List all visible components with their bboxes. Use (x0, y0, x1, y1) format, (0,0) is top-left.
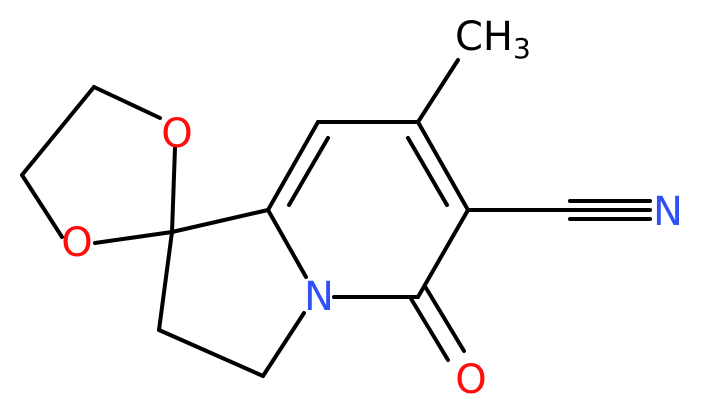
oxygen-upper-label: O (161, 111, 192, 157)
bond-ch2-ch2 (20, 85, 96, 177)
bond-c8a-n (266, 208, 308, 279)
methyl-label: CH3 (455, 14, 531, 65)
bond-spiro-ch2 (157, 230, 174, 332)
pyridone-ring-bonds (266, 120, 470, 299)
oxygen-lower-label: O (61, 220, 92, 266)
methyl-symbol: CH (455, 14, 513, 60)
bond-ch2-o-lower (20, 173, 64, 239)
bond-c5-o-double-1 (408, 295, 450, 362)
atom-labels: O O N O N CH3 (61, 14, 683, 403)
bond-ch2-n (261, 311, 306, 378)
bond-o-lower-spiro (93, 230, 174, 245)
bond-c7-c6 (416, 120, 470, 212)
bond-c7-methyl (416, 58, 460, 124)
bond-ch2-o-upper (92, 85, 162, 120)
bond-c6-c5 (416, 208, 470, 299)
dioxolane-ring-bonds (20, 85, 177, 245)
bond-c7-c6-inner (406, 136, 449, 207)
substituent-bonds (408, 58, 652, 362)
nitrile-nitrogen-label: N (653, 189, 683, 235)
ring-nitrogen-label: N (304, 274, 334, 320)
bond-ch2-ch2-ring (157, 328, 265, 378)
bond-c8a-c8-inner (287, 136, 330, 207)
bond-o-upper-spiro (170, 146, 177, 234)
bond-spiro-c8a (170, 208, 270, 234)
bond-c8a-c8 (266, 120, 320, 212)
methyl-subscript: 3 (513, 32, 531, 65)
carbonyl-oxygen-label: O (455, 357, 486, 403)
bond-c5-o-double-2 (424, 286, 466, 353)
pyrrolidine-ring-bonds (157, 208, 308, 378)
